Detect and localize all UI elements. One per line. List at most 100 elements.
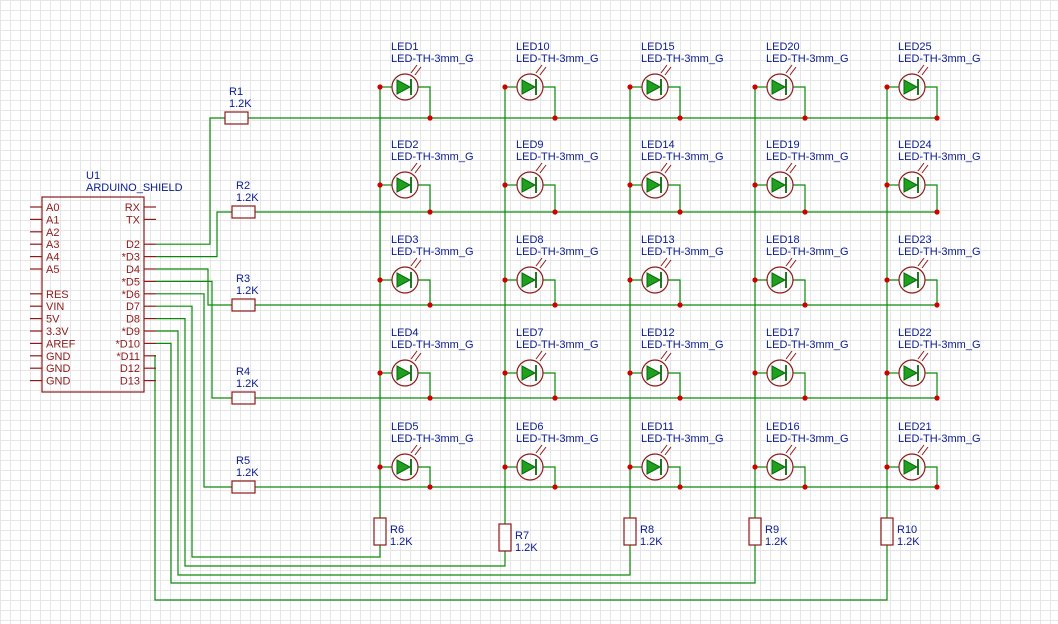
diode-triangle (903, 365, 919, 381)
led-designator: LED7 (516, 327, 544, 339)
resistor-r1[interactable]: R11.2K (224, 86, 252, 125)
cathode-lead (418, 86, 431, 118)
emit-arrow (917, 257, 925, 267)
resistor-r2[interactable]: R21.2K (231, 180, 259, 219)
resistor-name: R7 (515, 530, 529, 542)
resistor-r3[interactable]: R31.2K (231, 273, 259, 312)
junction-dot (884, 370, 890, 376)
arduino-value: ARDUINO_SHIELD (86, 182, 183, 194)
emit-arrow (660, 162, 668, 172)
emit-arrow (414, 66, 422, 76)
resistor-body (623, 517, 637, 546)
resistor-r4[interactable]: R41.2K (231, 366, 259, 405)
junction-dot (427, 209, 433, 215)
resistor-r9[interactable]: R91.2K (748, 517, 788, 548)
led-value: LED-TH-3mm_G (766, 151, 849, 163)
emit-arrow (664, 259, 672, 269)
resistor-r6[interactable]: R61.2K (373, 517, 413, 548)
junction-dot (427, 115, 433, 121)
arduino-shield[interactable]: U1 ARDUINO_SHIELD A0A1A2A3A4A5RESVIN5V3.… (30, 170, 183, 393)
resistor-value: 1.2K (765, 536, 788, 548)
resistor-body (498, 523, 512, 552)
emit-arrow (921, 352, 929, 362)
emit-arrow (921, 164, 929, 174)
junction-dot (552, 302, 558, 308)
led-value: LED-TH-3mm_G (641, 433, 724, 445)
junction-dot (677, 302, 683, 308)
led-designator: LED14 (641, 139, 675, 151)
resistor-name: R4 (236, 366, 250, 378)
arduino-right-pin-label: *D6 (122, 289, 140, 301)
resistor-name: R1 (229, 86, 243, 98)
led-body (898, 73, 926, 101)
emit-arrow (917, 444, 925, 454)
resistor-r8[interactable]: R81.2K (623, 517, 663, 548)
junction-dot (934, 484, 940, 490)
arduino-left-pin-label: A4 (46, 252, 59, 264)
resistor-r5[interactable]: R51.2K (231, 455, 259, 494)
arduino-pins: A0A1A2A3A4A5RESVIN5V3.3VAREFGNDGNDGNDRXT… (30, 202, 156, 388)
emit-arrow (535, 350, 543, 360)
led-value: LED-TH-3mm_G (391, 53, 474, 65)
net-d2 (156, 117, 225, 245)
net-d10 (156, 342, 756, 584)
led-value: LED-TH-3mm_G (516, 151, 599, 163)
cathode-lead (793, 184, 806, 212)
resistor-name: R2 (236, 180, 250, 192)
emit-arrow (660, 257, 668, 267)
junction-dot (934, 209, 940, 215)
net-d11 (154, 355, 888, 601)
resistor-name: R5 (236, 455, 250, 467)
emit-arrow (785, 64, 793, 74)
junction-dot (752, 182, 758, 188)
junction-dot (802, 302, 808, 308)
emit-arrow (664, 66, 672, 76)
resistor-value: 1.2K (229, 98, 252, 110)
junction-dot (677, 484, 683, 490)
emit-arrow (789, 446, 797, 456)
junction-dot (552, 484, 558, 490)
cathode-lead (793, 372, 806, 398)
led-body (641, 73, 669, 101)
arduino-left-pin-label: A5 (46, 264, 59, 276)
led-body (898, 453, 926, 481)
junction-dot (427, 302, 433, 308)
led-body (641, 359, 669, 387)
resistor-r7[interactable]: R71.2K (498, 523, 538, 554)
junction-dot (884, 84, 890, 90)
emit-arrow (539, 446, 547, 456)
led-value: LED-TH-3mm_G (391, 246, 474, 258)
junction-dot (884, 464, 890, 470)
emit-arrow (410, 162, 418, 172)
junction-dot (377, 370, 383, 376)
emit-arrow (664, 352, 672, 362)
